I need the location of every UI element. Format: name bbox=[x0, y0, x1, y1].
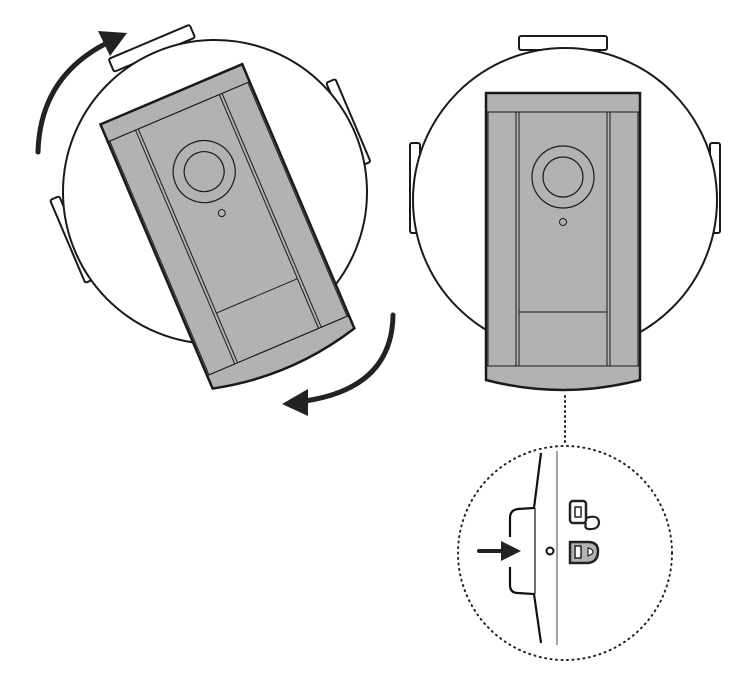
rotated-camera bbox=[6, 0, 434, 429]
unlock-icon bbox=[568, 499, 601, 531]
rotate-clockwise-arrow-icon bbox=[35, 31, 127, 155]
lock-icon bbox=[568, 540, 600, 565]
aligned-camera bbox=[408, 34, 722, 392]
release-hole bbox=[545, 546, 555, 556]
push-arrow-icon bbox=[477, 541, 521, 561]
rotate-counterclockwise-arrow-icon bbox=[282, 312, 396, 416]
detail-view bbox=[477, 451, 601, 645]
detail-callout-circle bbox=[457, 445, 673, 661]
